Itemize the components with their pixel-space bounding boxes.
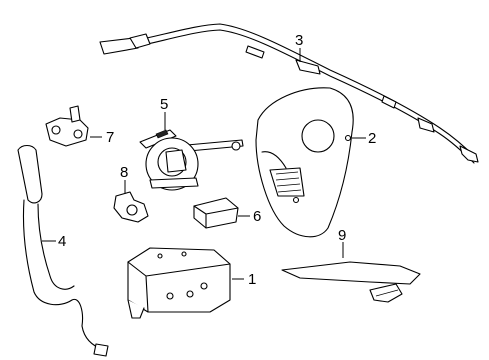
callout-2: 2 [368,130,376,147]
callout-1: 1 [248,271,256,288]
callout-5: 5 [160,96,168,113]
callout-6: 6 [253,208,261,225]
callout-3: 3 [295,32,303,49]
side-airbag-harness-part [17,144,109,357]
driver-airbag-module-part [255,87,354,238]
callout-8: 8 [120,164,128,181]
bracket-part [113,191,149,223]
callout-9: 9 [338,227,346,244]
callout-4: 4 [58,233,66,250]
clockspring-part [139,129,244,191]
callout-7: 7 [106,129,114,146]
leader-lines [42,48,366,280]
sensor-part [45,105,89,147]
trim-panel-part [281,261,421,303]
callout-labels: 1 2 3 4 5 6 7 8 9 [58,32,376,288]
passenger-airbag-module-part [127,247,231,319]
control-module-part [193,197,239,229]
curtain-airbag-part [99,23,479,164]
